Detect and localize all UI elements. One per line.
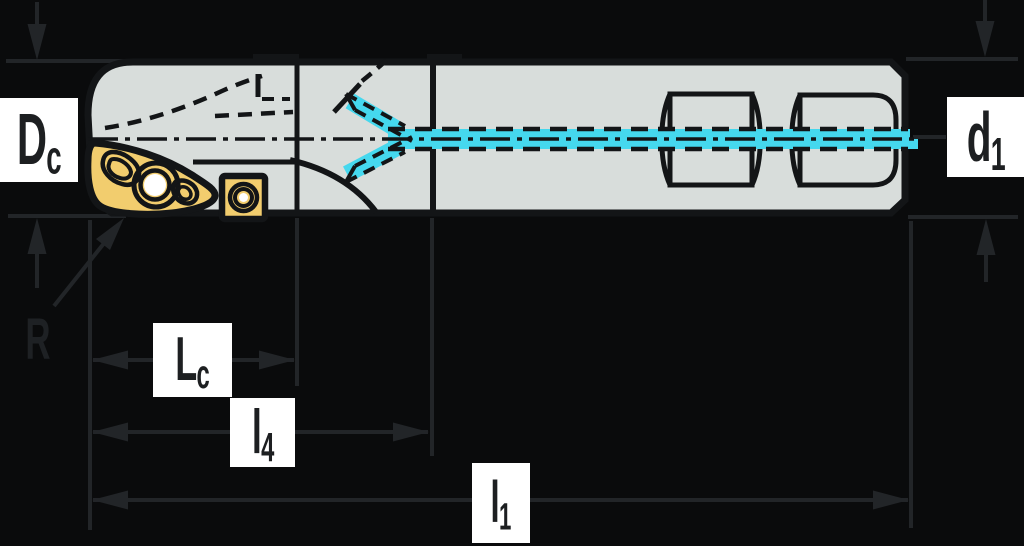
l4-right-arrowhead: [393, 422, 429, 442]
l1-main: l: [490, 470, 500, 535]
l4-main: l: [251, 397, 262, 467]
r-leader-line: [52, 240, 107, 308]
hidden-line-neck-upper: [360, 57, 390, 83]
dc-sub: c: [46, 131, 61, 185]
chipbreaker-inner: [106, 156, 134, 181]
l4-sub: 4: [260, 423, 274, 470]
lc-right-arrowhead: [259, 350, 295, 370]
l1-left-arrowhead: [92, 490, 128, 510]
branch-upper-edge2: [354, 108, 413, 143]
branch-lower-edge2: [345, 150, 406, 184]
pocket-relief-curve: [289, 157, 379, 214]
label-lc-text: Lc: [176, 329, 210, 395]
label-lc: Lc: [153, 323, 232, 397]
coolant-exit-tail: [904, 139, 918, 149]
label-d1-text: d1: [966, 102, 1005, 177]
label-dc: Dc: [0, 98, 78, 182]
dimension-dc: [6, 2, 140, 288]
hidden-line-mid: [214, 109, 294, 119]
r-leader-arrowhead: [96, 218, 124, 250]
l4-left-arrowhead: [92, 422, 128, 442]
square-insert-screw-outer: [227, 181, 260, 214]
label-r: R: [14, 307, 62, 372]
radius-leader: [52, 218, 124, 308]
label-r-text: R: [25, 307, 51, 372]
d1-bottom-arrowhead: [976, 219, 996, 255]
insert-screw-outer-ring: [131, 160, 181, 210]
corner-chipbreaker-inner: [176, 185, 193, 201]
square-insert: [218, 172, 269, 223]
hidden-flute-curve: [104, 73, 263, 131]
label-dc-text: Dc: [17, 104, 62, 182]
l1-sub: 1: [499, 495, 512, 539]
corner-chipbreaker-outer: [170, 178, 200, 206]
label-l1-text: l1: [491, 474, 512, 537]
extension-lines: [88, 218, 913, 530]
dimension-d1: [906, 0, 1018, 282]
branch-lower-tip-cap: [344, 165, 357, 183]
insert-screw-mid-ring: [138, 168, 172, 202]
label-l1: l1: [472, 463, 530, 543]
dc-main: D: [17, 100, 47, 180]
d1-main: d: [966, 98, 991, 176]
branch-lower-edge1: [354, 135, 413, 168]
label-l4-text: l4: [252, 401, 274, 467]
branch-upper-edge1: [345, 92, 406, 128]
dc-bottom-arrowhead: [27, 218, 47, 254]
label-d1: d1: [947, 97, 1024, 177]
label-l4: l4: [230, 398, 295, 467]
d1-top-arrowhead: [975, 21, 995, 57]
coolant-channel: [88, 92, 920, 184]
lc-main: L: [175, 325, 198, 394]
lc-left-arrowhead: [92, 350, 128, 370]
tool-body-group: [84, 54, 920, 223]
square-insert-screw-hole: [239, 193, 248, 202]
main-insert: [84, 139, 219, 218]
branch-upper-tip-cap: [344, 93, 357, 111]
flat2-face: [797, 92, 899, 188]
lc-sub: c: [196, 351, 210, 398]
chipbreaker-outer: [100, 149, 142, 187]
coolant-branch-upper: [345, 93, 405, 139]
d1-sub: 1: [990, 128, 1005, 181]
insert-screw-hole: [144, 174, 166, 196]
l1-right-arrowhead: [873, 490, 909, 510]
square-insert-screw-mid: [233, 187, 254, 208]
dc-top-arrowhead: [27, 24, 47, 60]
